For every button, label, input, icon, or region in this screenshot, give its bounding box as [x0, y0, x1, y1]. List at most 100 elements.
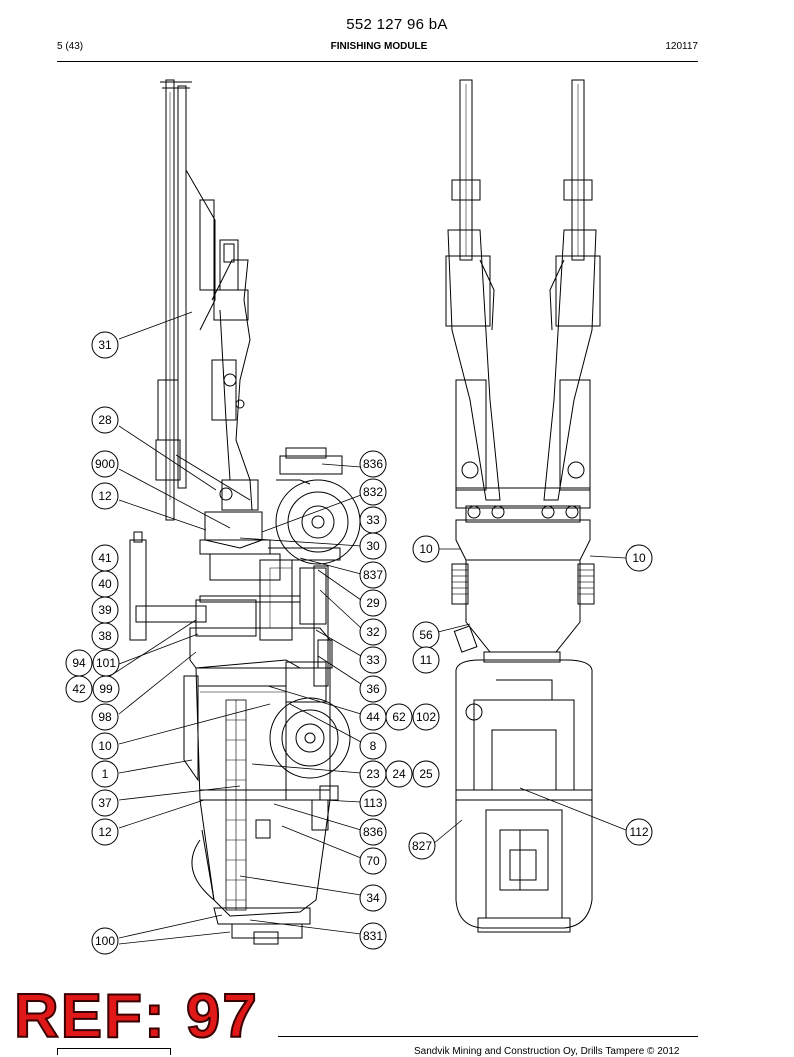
svg-text:33: 33: [366, 513, 380, 527]
svg-text:837: 837: [363, 568, 383, 582]
callout-70: 70: [359, 847, 387, 875]
svg-text:31: 31: [98, 338, 112, 352]
svg-text:100: 100: [95, 934, 115, 948]
callout-831: 831: [359, 922, 387, 950]
callout-33: 33: [359, 646, 387, 674]
svg-text:10: 10: [419, 542, 433, 556]
svg-text:836: 836: [363, 825, 383, 839]
svg-text:34: 34: [366, 891, 380, 905]
svg-text:98: 98: [98, 710, 112, 724]
svg-text:32: 32: [366, 625, 380, 639]
callout-24: 24: [385, 760, 413, 788]
callout-44: 44: [359, 703, 387, 731]
svg-text:24: 24: [392, 767, 406, 781]
callout-8: 8: [359, 732, 387, 760]
callout-40: 40: [91, 570, 119, 598]
footer-divider: [278, 1036, 698, 1037]
callout-37: 37: [91, 789, 119, 817]
top-view-drawing: [445, 79, 601, 933]
footer-copyright: Sandvik Mining and Construction Oy, Dril…: [414, 1046, 680, 1057]
document-number: 552 127 96 bA: [346, 16, 448, 33]
svg-text:37: 37: [98, 796, 112, 810]
page-title: FINISHING MODULE: [330, 41, 428, 52]
callout-98: 98: [91, 703, 119, 731]
callout-34: 34: [359, 884, 387, 912]
callout-12: 12: [91, 818, 119, 846]
callout-99: 99: [92, 675, 120, 703]
svg-text:12: 12: [98, 489, 112, 503]
callout-837: 837: [359, 561, 387, 589]
side-view-drawing: [129, 79, 361, 945]
svg-text:94: 94: [72, 656, 86, 670]
callout-10: 10: [91, 732, 119, 760]
svg-text:8: 8: [370, 739, 377, 753]
callout-62: 62: [385, 703, 413, 731]
callout-leader-lines: [106, 311, 627, 945]
callout-38: 38: [91, 622, 119, 650]
svg-text:40: 40: [98, 577, 112, 591]
svg-text:44: 44: [366, 710, 380, 724]
callout-29: 29: [359, 589, 387, 617]
callout-832: 832: [359, 478, 387, 506]
svg-text:112: 112: [629, 825, 648, 839]
callout-11: 11: [412, 646, 440, 674]
svg-text:23: 23: [366, 767, 380, 781]
callout-33: 33: [359, 506, 387, 534]
callout-30: 30: [359, 532, 387, 560]
part-callouts: 31 28 900 12 41 40 39 38 94 101 42 99 98…: [65, 331, 653, 955]
callout-1: 1: [91, 760, 119, 788]
svg-text:28: 28: [98, 413, 112, 427]
callout-94: 94: [65, 649, 93, 677]
header-divider: [57, 61, 698, 62]
callout-10-right: 10: [625, 544, 653, 572]
svg-text:33: 33: [366, 653, 380, 667]
company-logo-strip: [57, 1048, 171, 1055]
svg-text:42: 42: [72, 682, 86, 696]
svg-text:10: 10: [632, 551, 646, 565]
callout-102: 102: [412, 703, 440, 731]
callout-112: 112: [625, 818, 653, 846]
svg-text:70: 70: [366, 854, 380, 868]
svg-text:10: 10: [98, 739, 112, 753]
document-date: 120117: [665, 41, 698, 52]
callout-42: 42: [65, 675, 93, 703]
page-number: 5 (43): [57, 41, 84, 52]
svg-text:25: 25: [419, 767, 433, 781]
svg-text:29: 29: [366, 596, 380, 610]
svg-text:99: 99: [99, 682, 113, 696]
svg-text:102: 102: [416, 710, 436, 724]
svg-text:900: 900: [95, 457, 115, 471]
callout-36: 36: [359, 675, 387, 703]
callout-41: 41: [91, 544, 119, 572]
callout-31: 31: [91, 331, 119, 359]
callout-12: 12: [91, 482, 119, 510]
svg-text:62: 62: [392, 710, 406, 724]
svg-text:12: 12: [98, 825, 112, 839]
svg-text:1: 1: [102, 767, 109, 781]
svg-text:56: 56: [419, 628, 433, 642]
callout-39: 39: [91, 596, 119, 624]
svg-text:827: 827: [412, 839, 432, 853]
callout-113: 113: [359, 789, 387, 817]
svg-text:36: 36: [366, 682, 380, 696]
svg-text:836: 836: [363, 457, 383, 471]
callout-100: 100: [91, 927, 119, 955]
callout-836: 836: [359, 450, 387, 478]
svg-text:41: 41: [98, 551, 112, 565]
callout-25: 25: [412, 760, 440, 788]
callout-10-left: 10: [412, 535, 440, 563]
callout-900: 900: [91, 450, 119, 478]
callout-28: 28: [91, 406, 119, 434]
callout-827: 827: [408, 832, 436, 860]
svg-text:101: 101: [96, 656, 116, 670]
svg-text:39: 39: [98, 603, 112, 617]
svg-text:30: 30: [366, 539, 380, 553]
svg-text:38: 38: [98, 629, 112, 643]
svg-text:831: 831: [363, 929, 383, 943]
callout-101: 101: [92, 649, 120, 677]
callout-32: 32: [359, 618, 387, 646]
svg-text:113: 113: [363, 796, 382, 810]
callout-56: 56: [412, 621, 440, 649]
callout-23: 23: [359, 760, 387, 788]
